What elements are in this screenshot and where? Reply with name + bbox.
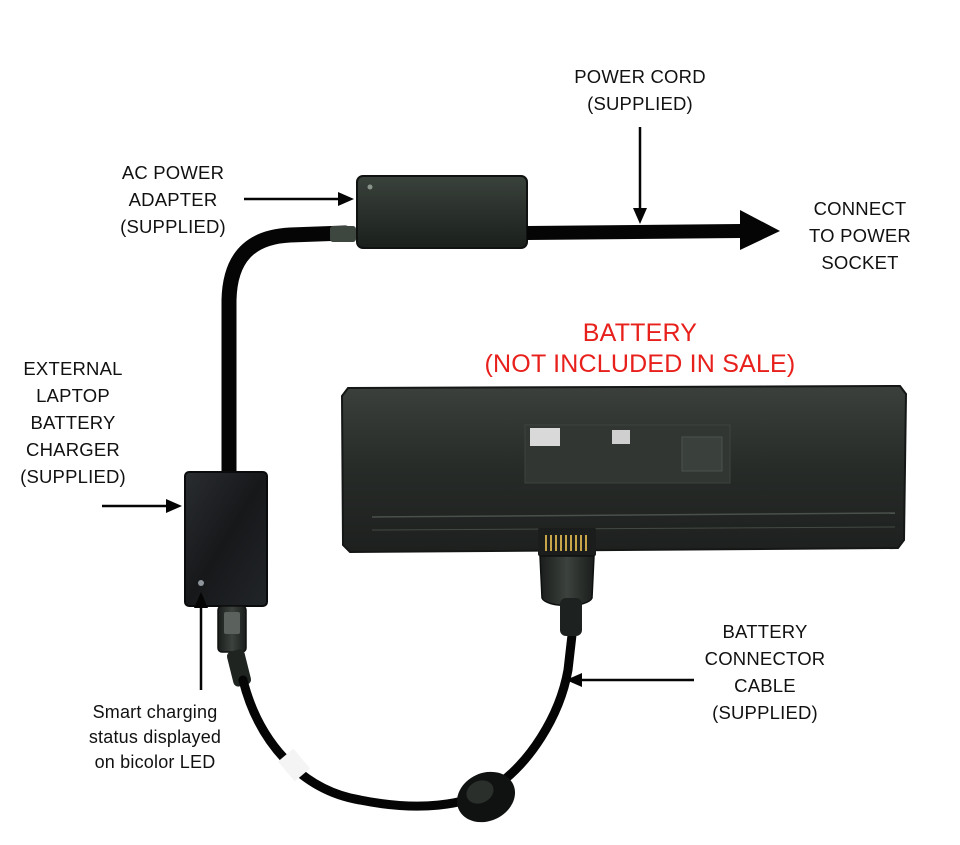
connect-socket-label: CONNECT TO POWER SOCKET — [795, 195, 925, 276]
smart-charging-label: Smart charging status displayed on bicol… — [70, 700, 240, 775]
ac-adapter-label-line-2: ADAPTER — [128, 189, 218, 210]
laptop-battery — [340, 384, 908, 554]
external-charger-label-line-3: BATTERY — [30, 412, 116, 433]
power-cord-label-line-2: (SUPPLIED) — [587, 93, 693, 114]
smart-charging-label-line-1: Smart charging — [92, 702, 218, 722]
dc-cable — [221, 225, 353, 480]
external-charger-label-line-1: EXTERNAL — [23, 358, 123, 379]
ferrite-bead — [456, 771, 516, 823]
battery-title-line-1: BATTERY — [582, 319, 698, 347]
connector-cable-label-line-2: CONNECTOR — [704, 648, 826, 669]
battery-title: BATTERY (NOT INCLUDED IN SALE) — [470, 318, 810, 380]
power-cord-arrow — [527, 210, 780, 250]
connector-cable-label-line-1: BATTERY — [722, 621, 808, 642]
dc-cable-strain-relief — [330, 226, 356, 242]
cable-white-band — [277, 748, 311, 782]
connector-cable-label-line-3: CABLE — [734, 675, 796, 696]
bicolor-led — [198, 580, 204, 586]
power-cord-label: POWER CORD (SUPPLIED) — [560, 63, 720, 117]
connect-socket-label-line-2: TO POWER — [809, 225, 911, 246]
smart-charging-label-line-3: on bicolor LED — [94, 752, 216, 772]
battery-connector-cable — [238, 630, 577, 811]
ac-adapter-label-line-1: AC POWER — [121, 162, 225, 183]
smart-charging-label-line-2: status displayed — [88, 727, 222, 747]
power-cord-label-line-1: POWER CORD — [574, 66, 706, 87]
connector-cable-label-line-4: (SUPPLIED) — [712, 702, 818, 723]
ac-adapter-label: AC POWER ADAPTER (SUPPLIED) — [108, 159, 238, 240]
battery-connector-plug — [538, 528, 596, 636]
battery-title-line-2: (NOT INCLUDED IN SALE) — [484, 350, 796, 378]
ac-power-adapter — [356, 175, 528, 249]
external-charger-label: EXTERNAL LAPTOP BATTERY CHARGER (SUPPLIE… — [8, 355, 138, 490]
charger-plug — [217, 605, 252, 687]
external-charger-label-line-4: CHARGER — [26, 439, 120, 460]
external-charger-label-line-2: LAPTOP — [36, 385, 110, 406]
external-battery-charger — [184, 471, 268, 607]
ac-adapter-label-line-3: (SUPPLIED) — [120, 216, 226, 237]
connect-socket-label-line-1: CONNECT — [813, 198, 907, 219]
external-charger-label-line-5: (SUPPLIED) — [20, 466, 126, 487]
connector-cable-label: BATTERY CONNECTOR CABLE (SUPPLIED) — [690, 618, 840, 726]
pointer-arrows — [102, 127, 694, 690]
connect-socket-label-line-3: SOCKET — [821, 252, 899, 273]
